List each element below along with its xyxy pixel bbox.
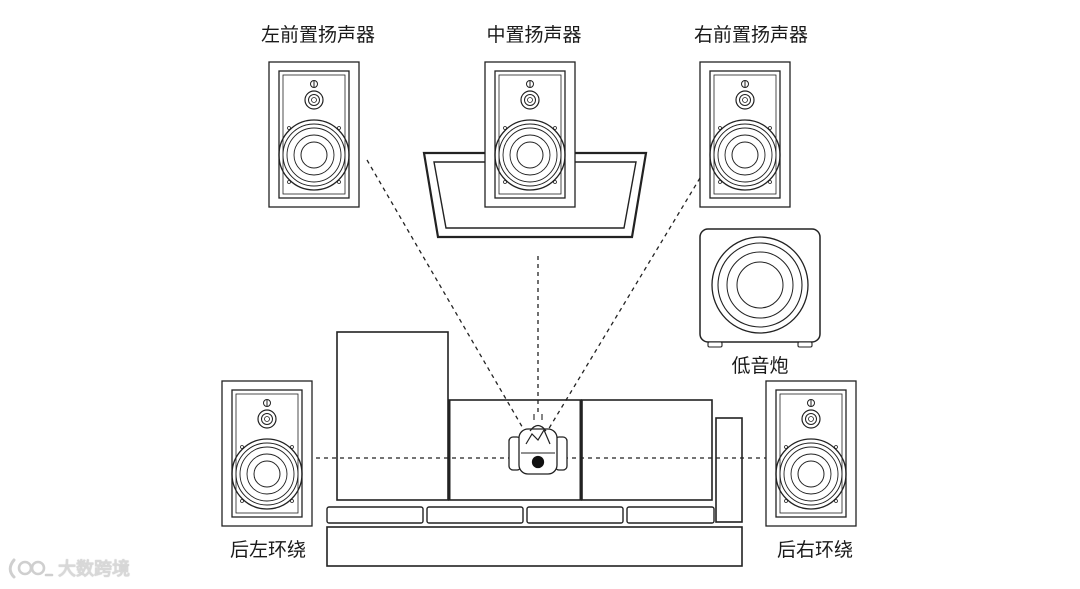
- front-left-speaker: [268, 61, 360, 208]
- sofa-seat-right: [581, 399, 713, 501]
- subwoofer: [699, 228, 821, 348]
- watermark: 大数跨境: [8, 555, 130, 581]
- sofa-cushion-4: [626, 506, 715, 524]
- watermark-logo-icon: [8, 558, 54, 579]
- watermark-text: 大数跨境: [58, 559, 130, 580]
- center-speaker: [484, 61, 576, 208]
- front-left-speaker-label: 左前置扬声器: [260, 24, 376, 46]
- sofa-cushion-2: [426, 506, 524, 524]
- rear-left-speaker-label: 后左环绕: [229, 539, 307, 561]
- front-right-speaker-label: 右前置扬声器: [693, 24, 809, 46]
- sofa-back-left: [336, 331, 449, 501]
- rear-left-speaker: [221, 380, 313, 527]
- sofa-cushion-1: [326, 506, 424, 524]
- rear-right-speaker-label: 后右环绕: [776, 539, 854, 561]
- center-speaker-label: 中置扬声器: [486, 24, 582, 46]
- sofa-base: [326, 526, 743, 567]
- subwoofer-label: 低音炮: [731, 355, 789, 377]
- listener-icon: [508, 414, 568, 475]
- sofa-cushion-3: [526, 506, 624, 524]
- sofa-arm-right: [715, 417, 743, 523]
- front-right-speaker: [699, 61, 791, 208]
- rear-right-speaker: [765, 380, 857, 527]
